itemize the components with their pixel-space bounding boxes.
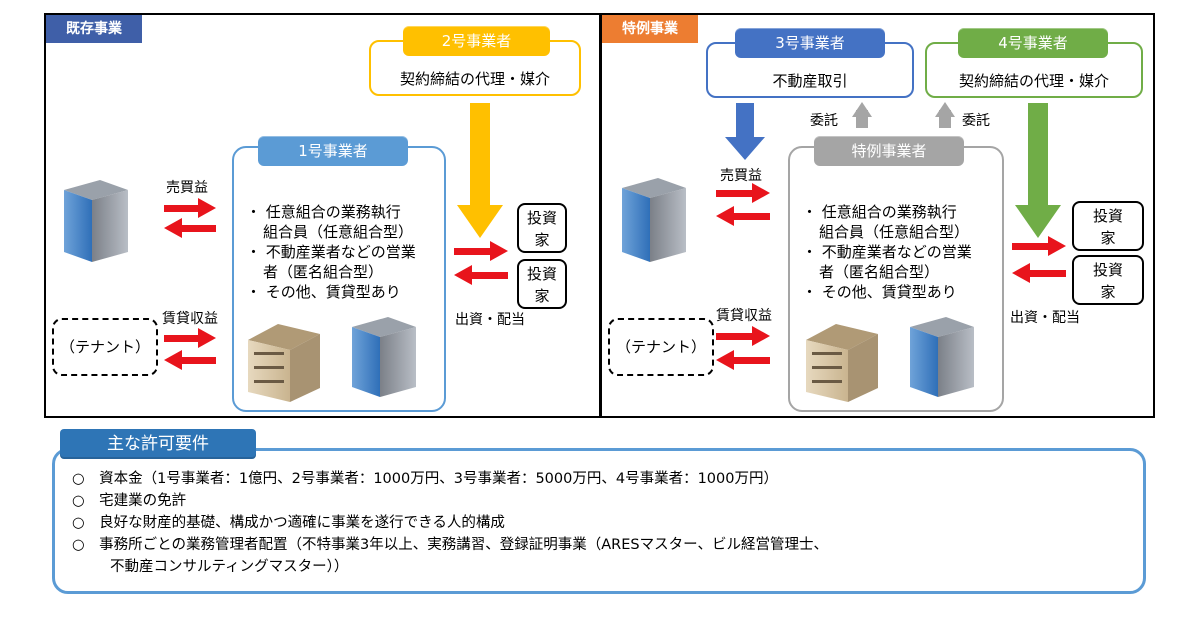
investor-label: 投資家 bbox=[526, 209, 557, 249]
circle-marker-icon: ○ bbox=[72, 515, 85, 531]
bullet-2-cont: 者（匿名組合型） bbox=[819, 263, 940, 281]
investor-label: 投資家 bbox=[1092, 261, 1123, 301]
entrust-label-2: 委託 bbox=[962, 113, 990, 129]
op2-header: 2号事業者 bbox=[403, 26, 550, 56]
tenant-box-2: （テナント） bbox=[608, 318, 714, 376]
office-building-icon-2 bbox=[622, 178, 686, 262]
entrust-up-arrow-1 bbox=[852, 102, 872, 128]
requirement-item-continuation: 不動産コンサルティングマスター）） bbox=[110, 559, 349, 575]
apartment-building-icon-2 bbox=[806, 324, 878, 402]
investor-label: 投資家 bbox=[1092, 207, 1123, 247]
requirement-item: ○ 資本金（1号事業者：1億円、2号事業者：1000万円、3号事業者：5000万… bbox=[72, 471, 778, 487]
op4-header: 4号事業者 bbox=[958, 28, 1108, 58]
op4-body: 契約締結の代理・媒介 bbox=[958, 72, 1109, 90]
existing-business-tag: 既存事業 bbox=[46, 15, 142, 43]
invest-arrows-2 bbox=[1012, 236, 1066, 283]
sale-profit-arrows-2 bbox=[716, 183, 770, 226]
circle-marker-icon: ○ bbox=[72, 537, 85, 553]
office-building-icon-inner bbox=[352, 317, 416, 397]
bullet-1: ・ 任意組合の業務執行 bbox=[802, 203, 957, 221]
op1-bullets: ・ 任意組合の業務執行 組合員（任意組合型） ・ 不動産業者などの営業 者（匿名… bbox=[246, 202, 446, 302]
requirement-item: ○ 宅建業の免許 bbox=[72, 493, 187, 509]
requirement-item: ○ 良好な財産的基礎、構成かつ適確に事業を遂行できる人的構成 bbox=[72, 515, 505, 531]
invest-distribute-label-2: 出資・配当 bbox=[1010, 310, 1080, 326]
special-op-header: 特例事業者 bbox=[814, 136, 964, 166]
sale-profit-label-2: 売買益 bbox=[720, 168, 762, 184]
requirements-list: ○ 資本金（1号事業者：1億円、2号事業者：1000万円、3号事業者：5000万… bbox=[72, 468, 1132, 578]
special-business-tag: 特例事業 bbox=[602, 15, 698, 43]
apartment-building-icon bbox=[248, 324, 320, 402]
special-business-panel bbox=[600, 13, 1155, 418]
investor-box-1: 投資家 bbox=[517, 203, 567, 253]
office-building-icon-inner-2 bbox=[910, 317, 974, 397]
requirements-title: 主な許可要件 bbox=[60, 429, 256, 459]
investor-box-3: 投資家 bbox=[1072, 201, 1144, 251]
rent-income-arrows-2 bbox=[716, 326, 770, 370]
entrust-label-1: 委託 bbox=[810, 113, 838, 129]
bullet-1-cont: 組合員（任意組合型） bbox=[819, 223, 970, 241]
rent-income-label: 賃貸収益 bbox=[162, 311, 218, 327]
tenant-box: （テナント） bbox=[52, 318, 158, 376]
sale-profit-label: 売買益 bbox=[166, 180, 208, 196]
investor-label: 投資家 bbox=[526, 265, 557, 305]
op3-down-arrow bbox=[725, 103, 765, 160]
special-op-bullets: ・ 任意組合の業務執行 組合員（任意組合型） ・ 不動産業者などの営業 者（匿名… bbox=[802, 202, 1002, 302]
op4-down-arrow bbox=[1015, 103, 1061, 238]
circle-marker-icon: ○ bbox=[72, 493, 85, 509]
bullet-2: ・ 不動産業者などの営業 bbox=[246, 243, 416, 261]
bullet-3: ・ その他、賃貸型あり bbox=[802, 283, 957, 301]
op3-header: 3号事業者 bbox=[735, 28, 885, 58]
op3-body: 不動産取引 bbox=[772, 72, 848, 90]
invest-arrows bbox=[454, 241, 508, 285]
entrust-up-arrow-2 bbox=[935, 102, 955, 128]
bullet-1: ・ 任意組合の業務執行 bbox=[246, 203, 401, 221]
invest-distribute-label: 出資・配当 bbox=[455, 312, 525, 328]
investor-box-4: 投資家 bbox=[1072, 255, 1144, 305]
bullet-2-cont: 者（匿名組合型） bbox=[263, 263, 384, 281]
bullet-1-cont: 組合員（任意組合型） bbox=[263, 223, 414, 241]
sale-profit-arrows bbox=[164, 198, 216, 238]
bullet-2: ・ 不動産業者などの営業 bbox=[802, 243, 972, 261]
bullet-3: ・ その他、賃貸型あり bbox=[246, 283, 401, 301]
circle-marker-icon: ○ bbox=[72, 471, 85, 487]
investor-box-2: 投資家 bbox=[517, 259, 567, 309]
op2-body: 契約締結の代理・媒介 bbox=[399, 70, 550, 88]
rent-income-label-2: 賃貸収益 bbox=[716, 308, 772, 324]
op1-header: 1号事業者 bbox=[258, 136, 408, 166]
op2-down-arrow bbox=[457, 103, 503, 238]
office-building-icon bbox=[64, 180, 128, 262]
requirement-item: ○ 事務所ごとの業務管理者配置（不特事業3年以上、実務講習、登録証明事業（ARE… bbox=[72, 537, 828, 553]
rent-income-arrows bbox=[164, 328, 216, 370]
requirements-box bbox=[52, 448, 1146, 594]
